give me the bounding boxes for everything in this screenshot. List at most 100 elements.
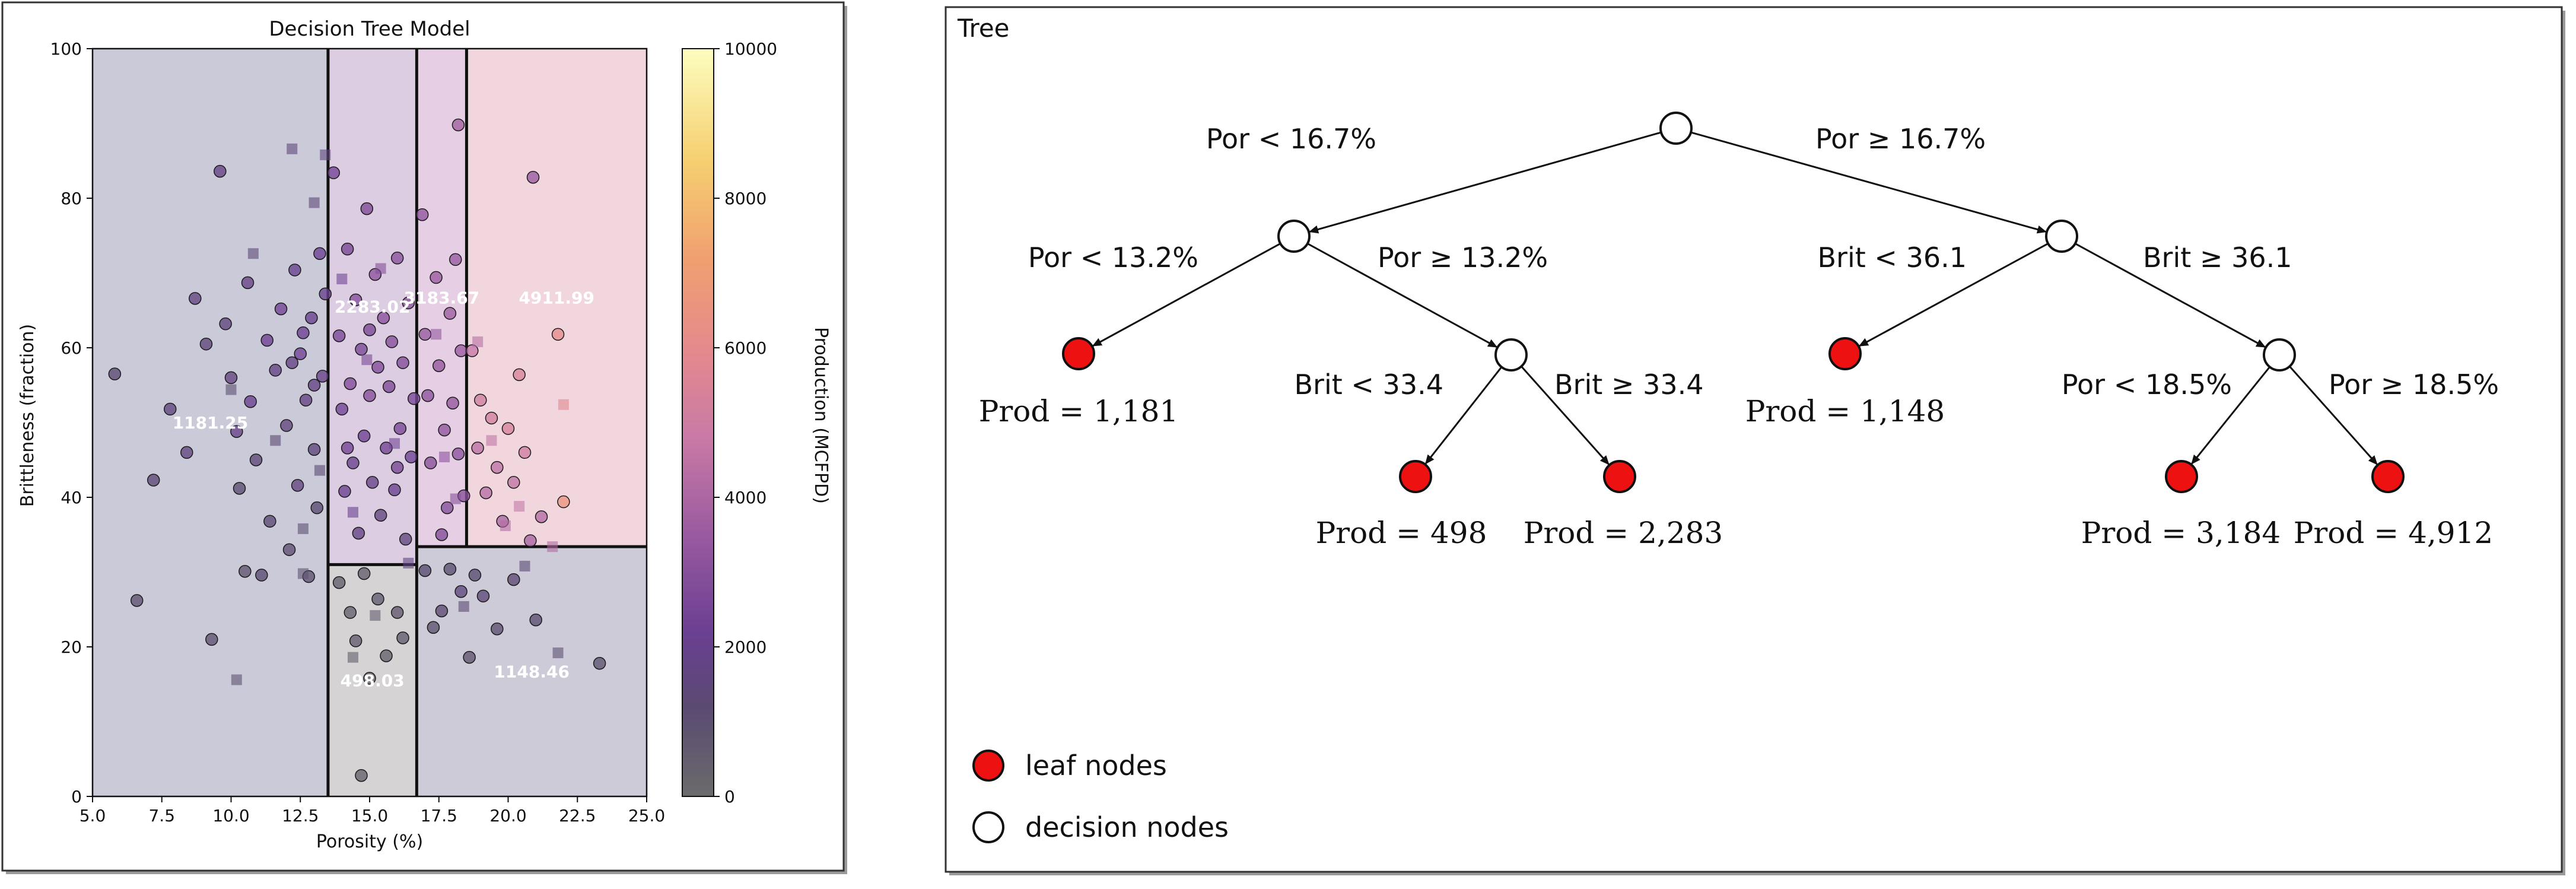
tree-title: Tree — [957, 14, 1010, 43]
train-point-62 — [396, 356, 409, 369]
train-point-16 — [249, 453, 263, 466]
tree-edge-l4 — [1521, 366, 1610, 465]
leaf-node-l6 — [2371, 460, 2405, 493]
train-point-42 — [341, 242, 354, 256]
train-point-23 — [282, 543, 296, 556]
test-point-27 — [552, 647, 564, 659]
x-tick-label-7: 22.5 — [559, 806, 596, 826]
tree-edge-n1 — [1309, 131, 1662, 234]
train-point-118 — [476, 589, 490, 603]
leaf-node-l5 — [2165, 460, 2198, 493]
tree-edge-labels: Por < 16.7%Por ≥ 16.7%Por < 13.2%Por ≥ 1… — [1028, 123, 2499, 401]
train-point-85 — [432, 359, 446, 372]
train-point-70 — [332, 576, 346, 589]
test-point-18 — [439, 451, 450, 462]
y-tick-label-3: 60 — [61, 338, 82, 358]
y-tick-label-1: 20 — [61, 637, 82, 657]
tree-edge-label-l5: Por < 18.5% — [2062, 369, 2232, 401]
train-point-63 — [399, 532, 412, 546]
chart-title: Decision Tree Model — [269, 17, 470, 41]
train-point-123 — [468, 569, 482, 582]
train-point-69 — [390, 461, 404, 474]
colorbar-label: Production (MCFPD) — [810, 327, 831, 504]
train-point-103 — [501, 422, 515, 435]
train-point-39 — [332, 329, 346, 342]
colorbar-tick-label-4: 8000 — [724, 189, 767, 208]
train-point-97 — [471, 442, 484, 455]
train-point-34 — [319, 287, 332, 301]
train-point-19 — [263, 515, 276, 528]
train-point-43 — [344, 377, 357, 390]
x-tick-label-8: 25.0 — [628, 806, 665, 826]
leaf-label-l3: Prod = 498 — [1316, 516, 1487, 550]
train-point-47 — [355, 342, 368, 356]
test-point-5 — [297, 523, 309, 534]
test-point-25 — [558, 399, 569, 410]
train-point-15 — [244, 395, 257, 408]
train-point-121 — [529, 613, 542, 627]
test-point-28 — [458, 601, 469, 612]
tree-nodes — [1062, 112, 2405, 493]
tree-edge-label-l6: Por ≥ 18.5% — [2329, 369, 2499, 401]
legend-decision-marker — [972, 811, 1004, 843]
train-point-53 — [371, 361, 384, 374]
train-point-2 — [147, 474, 160, 487]
train-point-117 — [463, 650, 476, 664]
train-point-115 — [443, 563, 457, 576]
train-point-7 — [205, 633, 218, 646]
tree-edge-l1 — [1092, 243, 1281, 347]
train-point-83 — [424, 456, 437, 469]
region-label-0: 1181.25 — [173, 413, 249, 433]
train-point-1 — [130, 594, 144, 607]
tree-edge-l6 — [2289, 366, 2378, 465]
test-point-13 — [389, 438, 400, 449]
train-point-111 — [524, 534, 537, 547]
legend-leaf-marker — [972, 750, 1004, 782]
y-tick-label-2: 40 — [61, 488, 82, 507]
test-point-1 — [225, 384, 237, 395]
train-point-44 — [346, 456, 360, 469]
test-point-15 — [370, 610, 381, 621]
legend-decision-label: decision nodes — [1025, 811, 1229, 843]
train-point-3 — [164, 402, 177, 416]
train-point-113 — [427, 621, 440, 634]
tree-edge-n2 — [1690, 131, 2047, 234]
train-point-33 — [316, 370, 329, 383]
train-point-4 — [180, 446, 193, 459]
leaf-node-l1 — [1062, 337, 1095, 370]
decision-node-n4 — [2263, 338, 2296, 372]
train-point-112 — [418, 564, 432, 577]
test-point-14 — [403, 557, 414, 569]
legend-leaf-label: leaf nodes — [1025, 750, 1167, 782]
train-point-86 — [438, 423, 451, 437]
tree-edge-n3 — [1307, 243, 1498, 348]
y-axis-label: Brittleness (fraction) — [17, 324, 38, 507]
train-point-38 — [327, 166, 341, 179]
test-point-0 — [231, 674, 242, 685]
train-point-91 — [451, 447, 465, 461]
train-point-79 — [355, 769, 368, 782]
colorbar-tick-label-5: 10000 — [724, 39, 777, 59]
x-tick-label-3: 12.5 — [282, 806, 319, 826]
x-axis-label: Porosity (%) — [316, 831, 423, 852]
colorbar-tick-label-0: 0 — [724, 787, 735, 807]
train-point-58 — [385, 335, 399, 348]
tree-legend: leaf nodes decision nodes — [972, 750, 1229, 843]
leaf-label-l5: Prod = 3,184 — [2081, 516, 2281, 550]
decision-node-root — [1659, 112, 1693, 145]
train-point-26 — [294, 347, 307, 360]
test-point-23 — [514, 501, 525, 512]
data-points — [108, 118, 606, 782]
colorbar — [682, 48, 714, 797]
test-point-7 — [314, 465, 325, 476]
region-5 — [416, 547, 647, 796]
test-point-12 — [375, 263, 386, 274]
train-point-29 — [305, 311, 318, 325]
tree-edges — [1092, 131, 2378, 465]
test-point-6 — [309, 197, 320, 208]
train-point-60 — [390, 252, 404, 265]
train-point-59 — [388, 483, 401, 497]
train-point-40 — [335, 402, 349, 416]
